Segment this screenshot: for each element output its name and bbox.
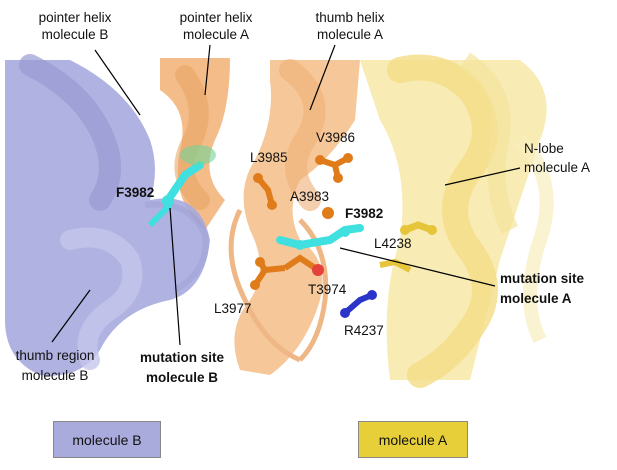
mutation-site-b-line2: molecule B xyxy=(146,370,218,385)
n-lobe-ribbon xyxy=(360,52,554,388)
residue-l3977: L3977 xyxy=(214,301,252,316)
residue-l3985: L3985 xyxy=(250,150,288,165)
residue-labels: F3982 F3982 V3986 L3985 A3983 L4238 T397… xyxy=(116,130,412,338)
mutation-site-b-line1: mutation site xyxy=(140,350,224,365)
thumb-helix-a-line2: molecule A xyxy=(317,27,383,42)
pointer-helix-b-line1: pointer helix xyxy=(39,10,112,25)
mutation-site-b-sticks xyxy=(147,145,216,228)
protein-structure-render xyxy=(5,52,554,388)
residue-sticks xyxy=(250,153,353,290)
thumb-region-b-line1: thumb region xyxy=(16,348,95,363)
n-lobe-a-line2: molecule A xyxy=(524,160,590,175)
residue-a3983: A3983 xyxy=(290,189,329,204)
mutation-site-a-sticks xyxy=(276,224,364,250)
legend-molecule-a: molecule A xyxy=(358,421,468,458)
molecule-b-ribbon xyxy=(5,54,210,376)
legend-molecule-a-label: molecule A xyxy=(378,431,448,448)
residue-v3986: V3986 xyxy=(316,130,355,145)
pointer-helix-a-line1: pointer helix xyxy=(180,10,253,25)
mutation-site-a-line2: molecule A xyxy=(500,291,572,306)
residue-t3974: T3974 xyxy=(308,282,347,297)
mutation-site-a-line1: mutation site xyxy=(500,271,584,286)
thumb-helix-a-line1: thumb helix xyxy=(315,10,384,25)
annotation-labels: pointer helix molecule B pointer helix m… xyxy=(16,10,590,385)
n-lobe-a-line1: N-lobe xyxy=(524,141,564,156)
leader-lines xyxy=(51,44,521,346)
pointer-helix-b-line2: molecule B xyxy=(42,27,109,42)
molecule-a-orange-ribbon xyxy=(160,58,360,375)
legend-molecule-b-label: molecule B xyxy=(72,431,142,448)
residue-r4237: R4237 xyxy=(344,323,384,338)
residue-l4238: L4238 xyxy=(374,236,412,251)
residue-f3982-b: F3982 xyxy=(116,185,154,200)
thumb-region-b-line2: molecule B xyxy=(22,368,89,383)
residue-f3982-a: F3982 xyxy=(345,206,383,221)
legend-molecule-b: molecule B xyxy=(53,421,161,458)
pointer-helix-a-line2: molecule A xyxy=(183,27,249,42)
